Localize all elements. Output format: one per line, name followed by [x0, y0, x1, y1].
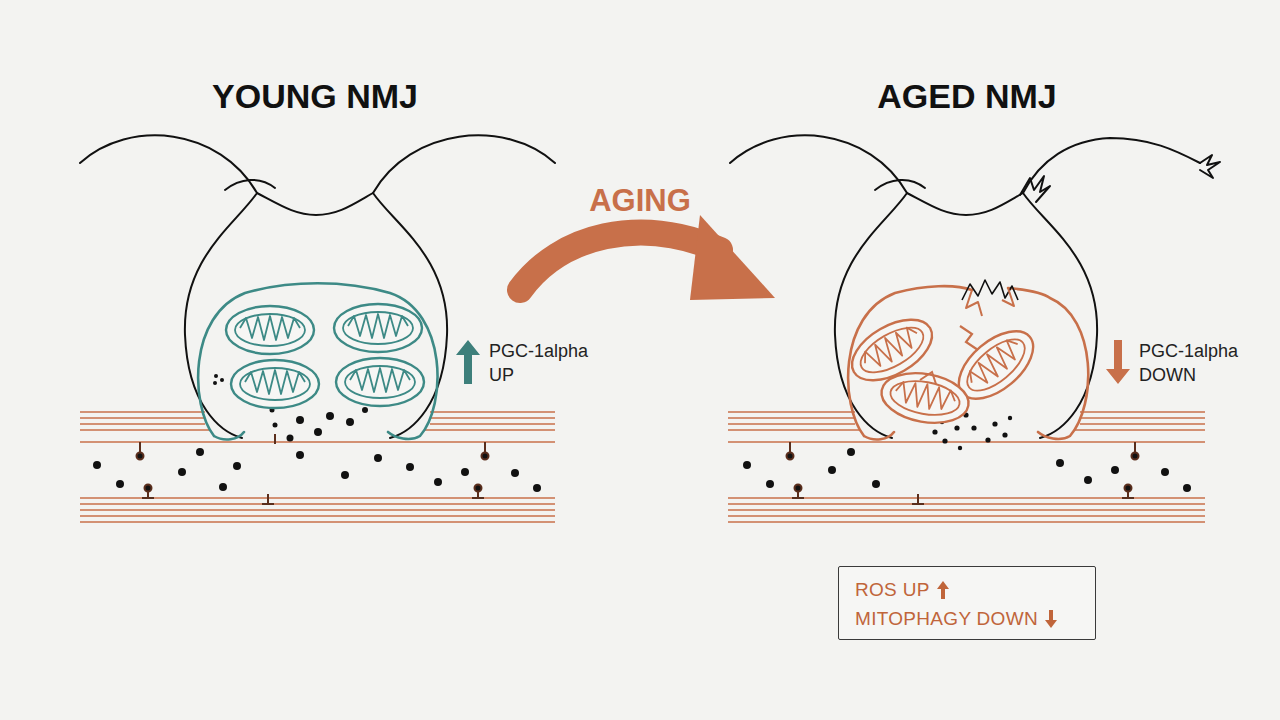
status-text: MITOPHAGY DOWN: [855, 608, 1038, 630]
young-nmj: [80, 135, 555, 522]
down-arrow: [1044, 609, 1058, 629]
aging-arrow-head: [690, 215, 775, 300]
status-text: ROS UP: [855, 579, 930, 601]
marker-label: PGC-1alpha DOWN: [1139, 339, 1254, 387]
aged-nmj: [728, 135, 1220, 522]
status-box: ROS UP MITOPHAGY DOWN: [838, 566, 1096, 640]
marker-label: PGC-1alpha UP: [489, 339, 604, 387]
up-arrow: [456, 340, 480, 384]
panel-heading: YOUNG NMJ: [115, 76, 515, 116]
down-arrow: [1106, 340, 1130, 384]
up-arrow: [936, 580, 950, 600]
aging-arrow-shaft: [520, 233, 720, 290]
transition-label: AGING: [540, 182, 740, 220]
status-line: ROS UP: [855, 575, 1095, 604]
status-line: MITOPHAGY DOWN: [855, 604, 1095, 633]
panel-heading: AGED NMJ: [767, 76, 1167, 116]
arrow-shape: [1045, 610, 1057, 628]
arrow-shape: [937, 581, 949, 599]
